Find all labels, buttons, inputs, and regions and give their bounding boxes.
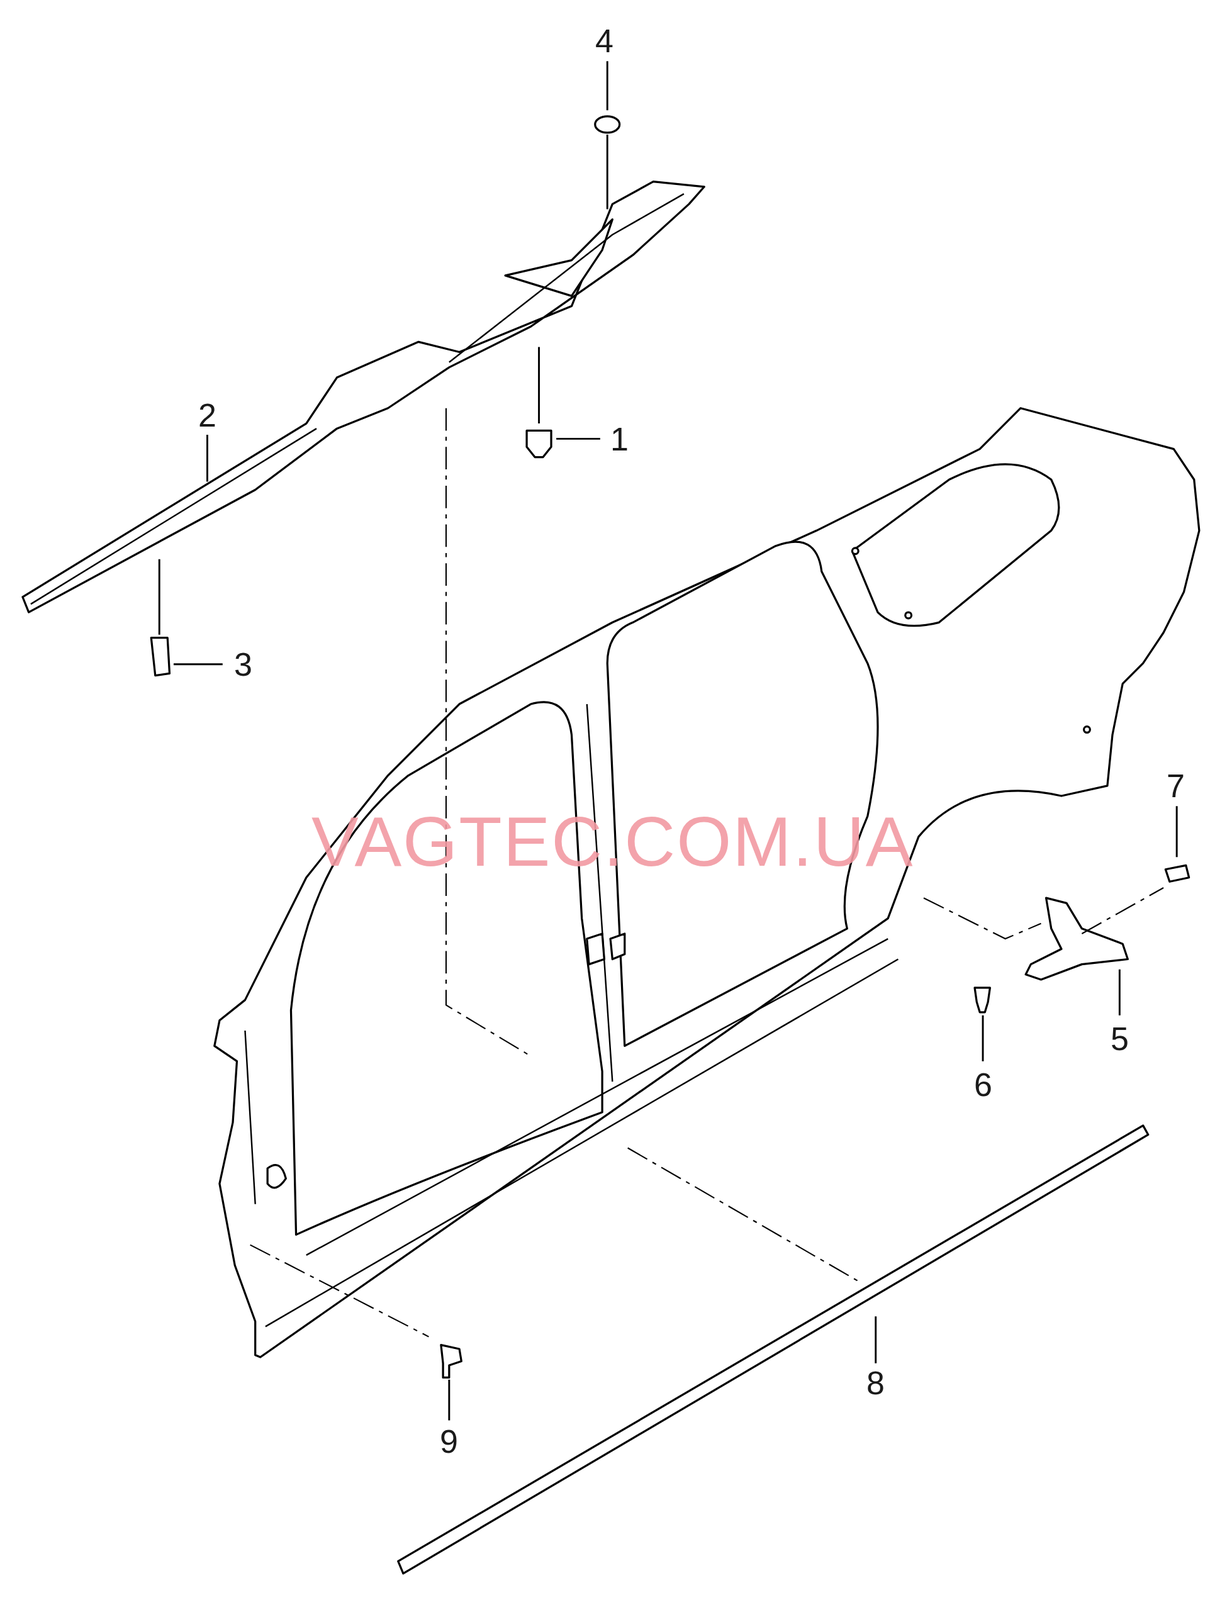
callout-number: 6 [974,1068,993,1102]
bracket [1025,897,1128,980]
callout-number: 3 [234,648,253,681]
sill-trim [398,1125,1149,1574]
callout-number: 1 [610,422,629,456]
callout-number: 5 [1110,1022,1129,1056]
rear-door-opening [607,541,878,1046]
side-panel [214,408,1200,1358]
callout-number: 7 [1166,769,1185,803]
watermark: VAGTEC.COM.UA [311,806,914,878]
quarter-window [851,464,1059,627]
callout-number: 9 [439,1425,459,1458]
roof-rail [22,181,705,613]
callout-number: 2 [198,398,217,432]
callout-number: 8 [866,1366,885,1400]
callout-number: 4 [595,24,614,58]
